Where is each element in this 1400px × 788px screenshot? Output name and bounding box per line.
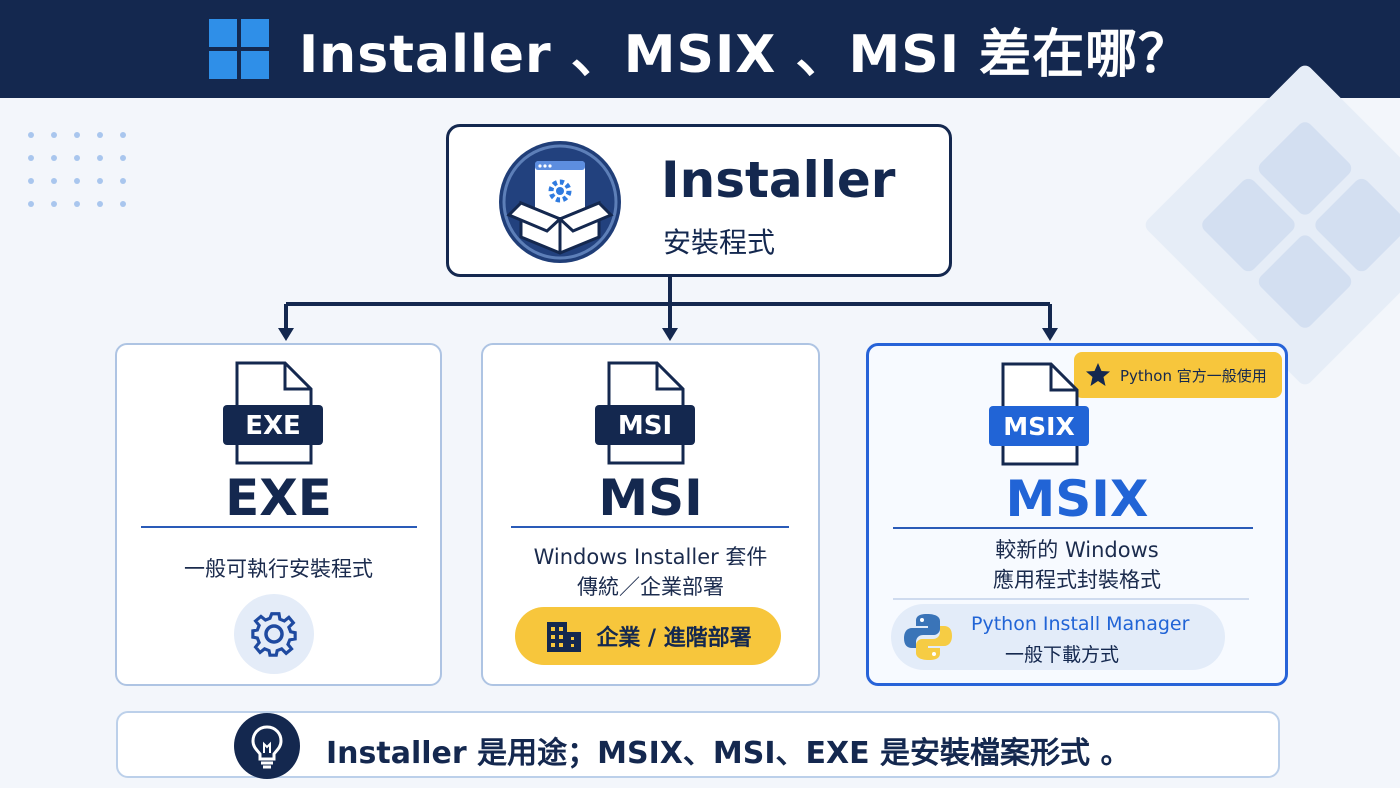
- msi-divider: [511, 526, 789, 528]
- page-title: Installer 、MSIX 、MSI 差在哪？: [298, 24, 1192, 85]
- msi-description-line2: 傳統／企業部署: [577, 575, 724, 599]
- msi-card: MSI MSI Windows Installer 套件 傳統／企業部署 企業 …: [481, 343, 820, 686]
- python-logo-icon: [904, 614, 952, 660]
- msix-file-tag: MSIX: [1003, 412, 1074, 441]
- msi-pill-label: 企業 / 進階部署: [596, 626, 752, 651]
- msi-title: MSI: [598, 469, 703, 527]
- msi-file-tag: MSI: [618, 411, 672, 441]
- python-badge-label: Python 官方一般使用: [1120, 366, 1267, 385]
- exe-title: EXE: [225, 469, 332, 527]
- star-icon: [1086, 363, 1110, 386]
- decorative-windows-logo-icon: [1142, 62, 1400, 388]
- msix-description-line2: 應用程式封裝格式: [993, 568, 1161, 592]
- header-banner: Installer 、MSIX 、MSI 差在哪？: [0, 0, 1400, 98]
- summary-text: Installer 是用途；MSIX、MSI、EXE 是安裝檔案形式 。: [326, 736, 1131, 771]
- msi-description-line1: Windows Installer 套件: [533, 545, 768, 569]
- msix-title: MSIX: [1005, 470, 1149, 528]
- installer-root-box: Installer 安裝程式: [446, 124, 952, 277]
- windows-logo-icon: [208, 19, 269, 79]
- box-with-gear-window-icon: [499, 141, 621, 263]
- python-official-badge: Python 官方一般使用: [1074, 352, 1282, 398]
- building-icon: [547, 622, 582, 652]
- msix-description-line1: 較新的 Windows: [995, 538, 1159, 562]
- installer-title: Installer: [661, 151, 896, 209]
- exe-divider: [141, 526, 417, 528]
- decorative-dot-grid: [28, 132, 126, 207]
- installer-subtitle: 安裝程式: [663, 226, 776, 259]
- msi-file-icon: MSI: [595, 361, 695, 465]
- lightbulb-icon: [234, 713, 300, 779]
- python-download-method-label: 一般下載方式: [1005, 644, 1120, 666]
- exe-file-tag: EXE: [245, 411, 301, 441]
- python-install-manager-pill: Python Install Manager 一般下載方式: [891, 604, 1225, 670]
- msix-card: Python 官方一般使用 MSIX MSIX 較新的 Windows 應用程式…: [866, 343, 1288, 686]
- python-install-manager-label: Python Install Manager: [971, 613, 1190, 635]
- exe-card: EXE EXE 一般可執行安裝程式: [115, 343, 442, 686]
- msix-sub-divider: [893, 598, 1249, 600]
- exe-description: 一般可執行安裝程式: [184, 557, 373, 581]
- gear-icon: [234, 594, 314, 674]
- summary-bar: Installer 是用途；MSIX、MSI、EXE 是安裝檔案形式 。: [116, 711, 1280, 779]
- exe-file-icon: EXE: [223, 361, 323, 465]
- msix-file-icon: MSIX: [989, 362, 1089, 466]
- msi-enterprise-pill: 企業 / 進階部署: [515, 607, 781, 665]
- msix-divider: [893, 527, 1253, 529]
